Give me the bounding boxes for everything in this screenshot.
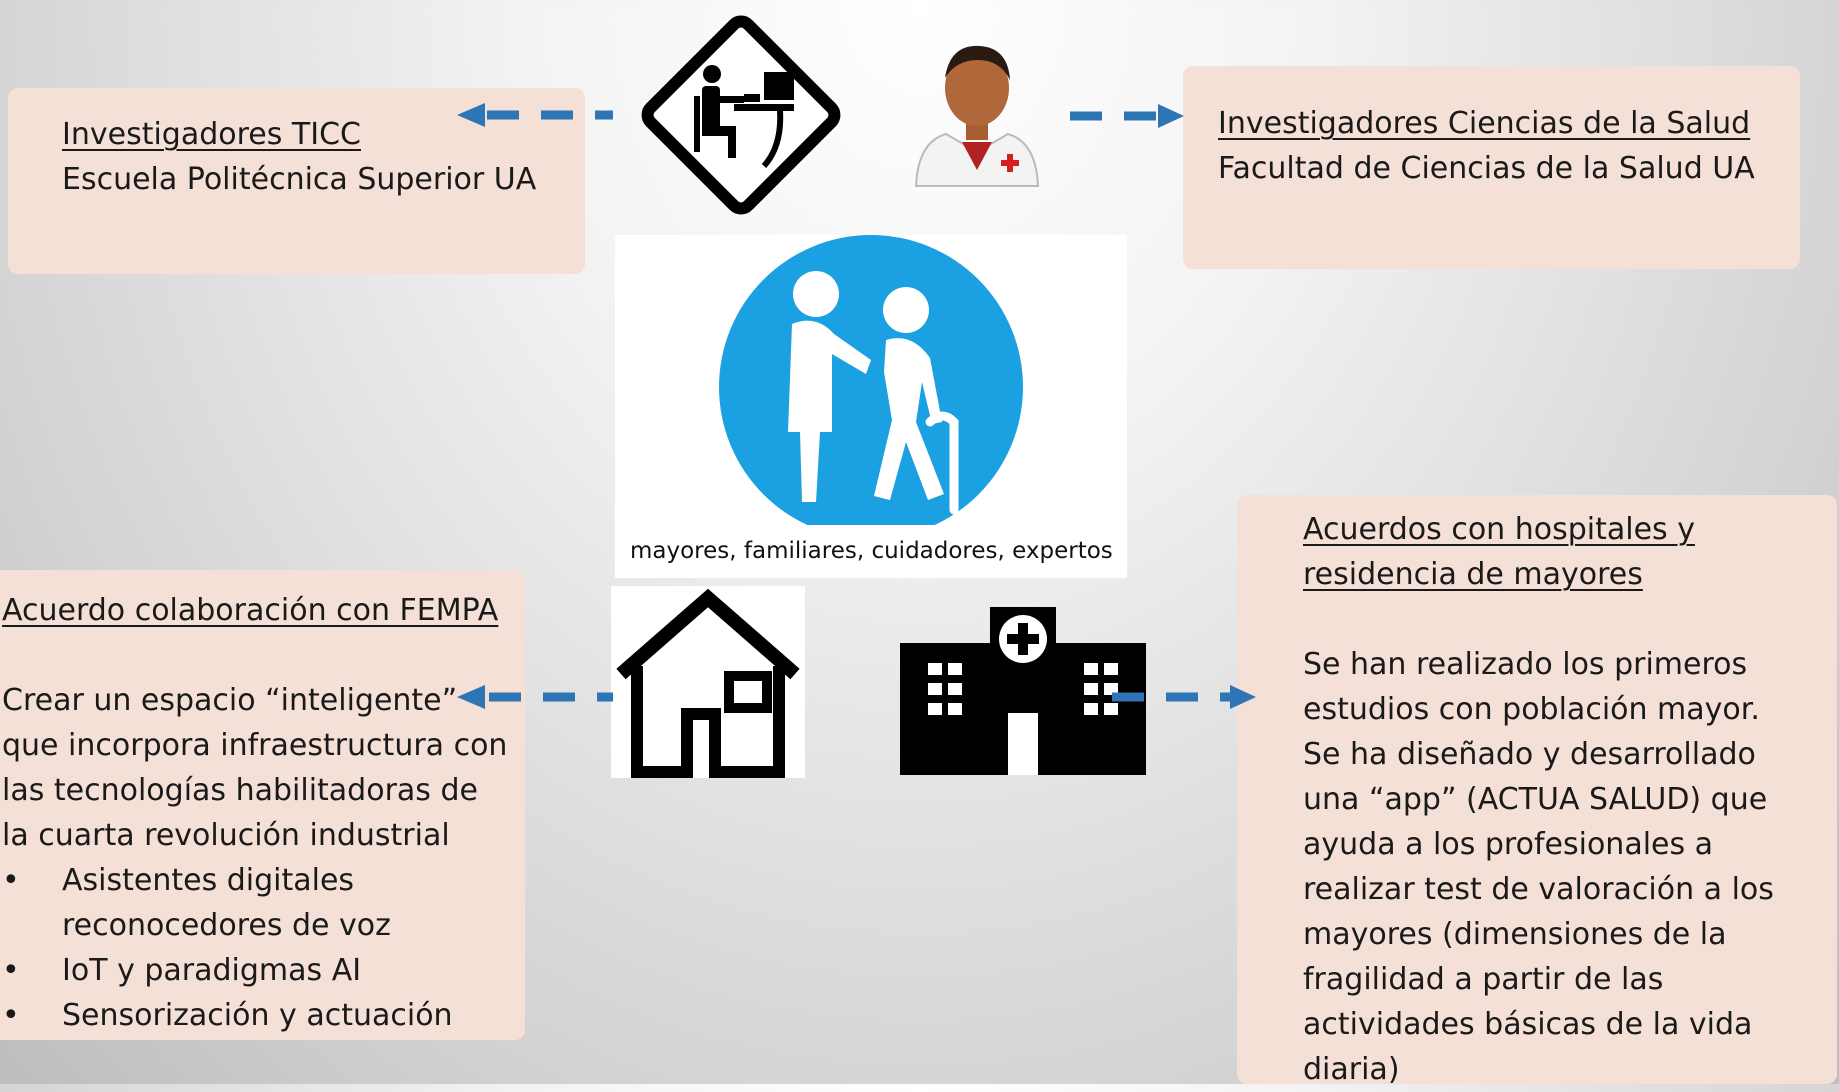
hospitals-box: Acuerdos con hospitales y residencia de … [1237,495,1837,1087]
health-title: Investigadores Ciencias de la Salud [1218,106,1751,141]
fempa-body-line: la cuarta revolución industrial [2,818,450,853]
fempa-body-line: que incorpora infraestructura con [2,728,508,763]
arrow-to-ticc [457,103,613,127]
hospitals-title: Acuerdos con hospitales y [1303,512,1695,547]
fempa-box: Acuerdo colaboración con FEMPA Crear un … [0,570,525,1040]
doctor-icon [914,45,1040,187]
bullet-text: reconocedores de voz [62,908,391,943]
spacer [2,633,525,678]
bullet-text: IoT y paradigmas AI [62,953,362,988]
house-panel [611,586,805,778]
arrow-to-hospitals [1112,685,1256,709]
bullet-item: Asistentes digitales reconocedores de vo… [2,858,525,948]
health-researchers-box: Investigadores Ciencias de la Salud Facu… [1183,66,1800,269]
hospitals-body-line: realizar test de valoración a los [1303,872,1774,907]
house-icon [616,588,800,778]
health-subtitle: Facultad de Ciencias de la Salud UA [1218,151,1755,186]
spacer [1303,597,1837,642]
elderly-care-icon [719,235,1023,525]
bullet-text: Asistentes digitales [62,863,355,898]
hospitals-body-line: ayuda a los profesionales a [1303,827,1714,862]
bullet-item: Sensorización y actuación [2,993,525,1038]
fempa-bullet-list: Asistentes digitales reconocedores de vo… [2,858,525,1038]
hospital-icon [900,607,1146,775]
bullet-item: IoT y paradigmas AI [2,948,525,993]
arrow-to-health [1070,104,1184,128]
hospitals-body-line: mayores (dimensiones de la [1303,917,1727,952]
arrow-to-fempa [457,685,613,709]
hospitals-body-line: actividades básicas de la vida [1303,1007,1753,1042]
hospitals-body-line: una “app” (ACTUA SALUD) que [1303,782,1768,817]
ticc-title: Investigadores TICC [62,117,361,152]
hospitals-title: residencia de mayores [1303,557,1643,592]
fempa-body-line: las tecnologías habilitadoras de [2,773,478,808]
hospitals-body-line: Se han realizado los primeros [1303,647,1748,682]
center-caption: mayores, familiares, cuidadores, experto… [630,538,1113,564]
hospitals-body-line: diaria) [1303,1052,1400,1087]
fempa-body-line: Crear un espacio “inteligente” [2,683,458,718]
bullet-text: Sensorización y actuación [62,998,453,1033]
hospitals-body-line: estudios con población mayor. [1303,692,1760,727]
ticc-subtitle: Escuela Politécnica Superior UA [62,162,537,197]
hospitals-body-line: fragilidad a partir de las [1303,962,1664,997]
fempa-title: Acuerdo colaboración con FEMPA [2,593,499,628]
hospitals-body-line: Se ha diseñado y desarrollado [1303,737,1756,772]
computer-worker-sign-icon [641,15,841,215]
